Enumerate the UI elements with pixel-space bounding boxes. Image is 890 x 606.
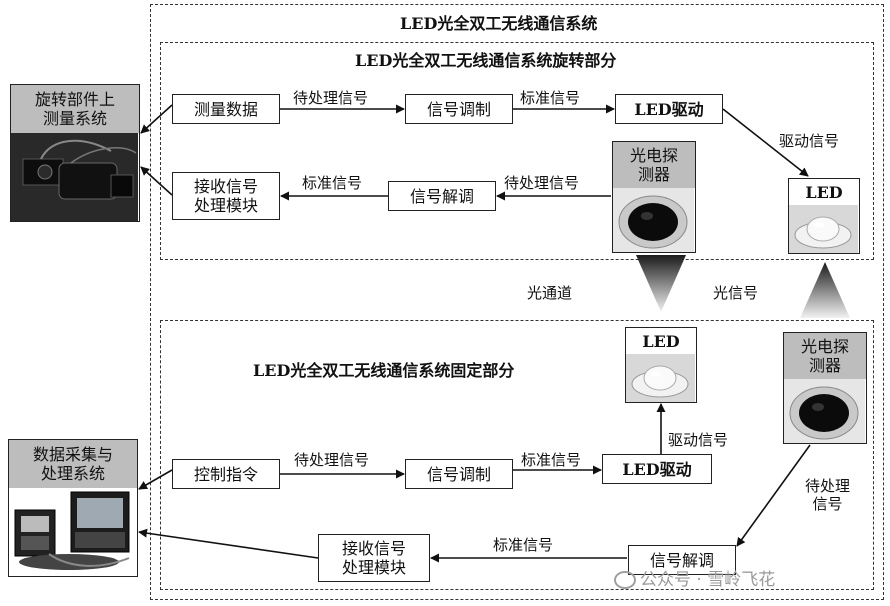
data-acquisition-system-panel: 数据采集与 处理系统 (8, 439, 138, 577)
rotating-led-label: LED (789, 179, 859, 205)
rotating-photodetector-panel: 光电探 测器 (612, 141, 696, 253)
rotating-photodetector-label: 光电探 测器 (613, 142, 695, 188)
arrow-fixed-photodetector-to-demodulate (736, 444, 811, 547)
label-fixed-drive-signal: 驱动信号 (668, 431, 729, 449)
measurement-device-photo (11, 133, 138, 221)
optical-signal-beam (800, 262, 850, 318)
data-acquisition-system-label: 数据采集与 处理系统 (9, 440, 137, 488)
fixed-signal-modulation-box: 信号调制 (405, 459, 513, 489)
fixed-part-title: LED光全双工无线通信系统固定部分 (253, 361, 515, 380)
fixed-led-driver-box: LED驱动 (602, 454, 712, 484)
label-rotating-standard-signal-1: 标准信号 (520, 89, 581, 107)
label-fixed-standard-signal-1: 标准信号 (521, 451, 582, 469)
label-rotating-pending-signal-1: 待处理信号 (293, 89, 369, 107)
wechat-icon (614, 571, 636, 589)
label-rotating-standard-signal-2: 标准信号 (302, 174, 363, 192)
arrow-receive-to-rotating-system (140, 166, 173, 196)
photodetector-image (784, 379, 865, 443)
optical-channel-beam (636, 255, 686, 312)
label-fixed-pending-signal-2: 待处理 信号 (805, 477, 851, 513)
watermark-text: 公众号 · 雪岭飞花 (640, 570, 776, 590)
led-image (626, 354, 695, 402)
fixed-led-label: LED (626, 328, 696, 354)
photodetector-image (613, 188, 694, 252)
rotating-measurement-system-label: 旋转部件上 测量系统 (11, 85, 139, 133)
label-rotating-pending-signal-2: 待处理信号 (504, 174, 580, 192)
fixed-part-frame (160, 320, 874, 590)
fixed-signal-demodulation-box: 信号解调 (628, 545, 736, 575)
rotating-signal-modulation-box: 信号调制 (405, 94, 513, 124)
label-optical-signal: 光信号 (713, 284, 759, 302)
label-rotating-drive-signal: 驱动信号 (779, 132, 840, 150)
fixed-photodetector-panel: 光电探 测器 (783, 332, 867, 444)
rotating-receive-processing-box: 接收信号 处理模块 (172, 172, 280, 220)
fixed-photodetector-label: 光电探 测器 (784, 333, 866, 379)
outer-system-title: LED光全双工无线通信系统 (400, 14, 598, 33)
led-image (789, 205, 858, 253)
watermark: 公众号 · 雪岭飞花 (614, 565, 775, 590)
control-command-box: 控制指令 (172, 459, 280, 489)
measurement-data-box: 测量数据 (172, 94, 280, 124)
rotating-part-title: LED光全双工无线通信系统旋转部分 (355, 51, 617, 70)
rotating-led-driver-box: LED驱动 (615, 94, 723, 124)
label-fixed-standard-signal-2: 标准信号 (493, 536, 554, 554)
arrow-receive-to-acquisition-system (138, 528, 319, 559)
rotating-measurement-system-panel: 旋转部件上 测量系统 (10, 84, 140, 222)
acquisition-device-photo (9, 488, 136, 576)
rotating-signal-demodulation-box: 信号解调 (388, 181, 496, 211)
fixed-receive-processing-box: 接收信号 处理模块 (318, 534, 430, 582)
rotating-part-frame (160, 42, 874, 260)
arrow-measure-to-rotating-system (140, 104, 173, 134)
fixed-led-panel: LED (625, 327, 697, 403)
outer-system-frame (150, 4, 884, 600)
rotating-led-panel: LED (788, 178, 860, 254)
label-fixed-pending-signal-1: 待处理信号 (294, 451, 370, 469)
label-optical-channel: 光通道 (527, 284, 573, 302)
arrow-leddrive-to-led (722, 108, 809, 177)
arrow-control-to-acquisition-system (138, 469, 173, 490)
